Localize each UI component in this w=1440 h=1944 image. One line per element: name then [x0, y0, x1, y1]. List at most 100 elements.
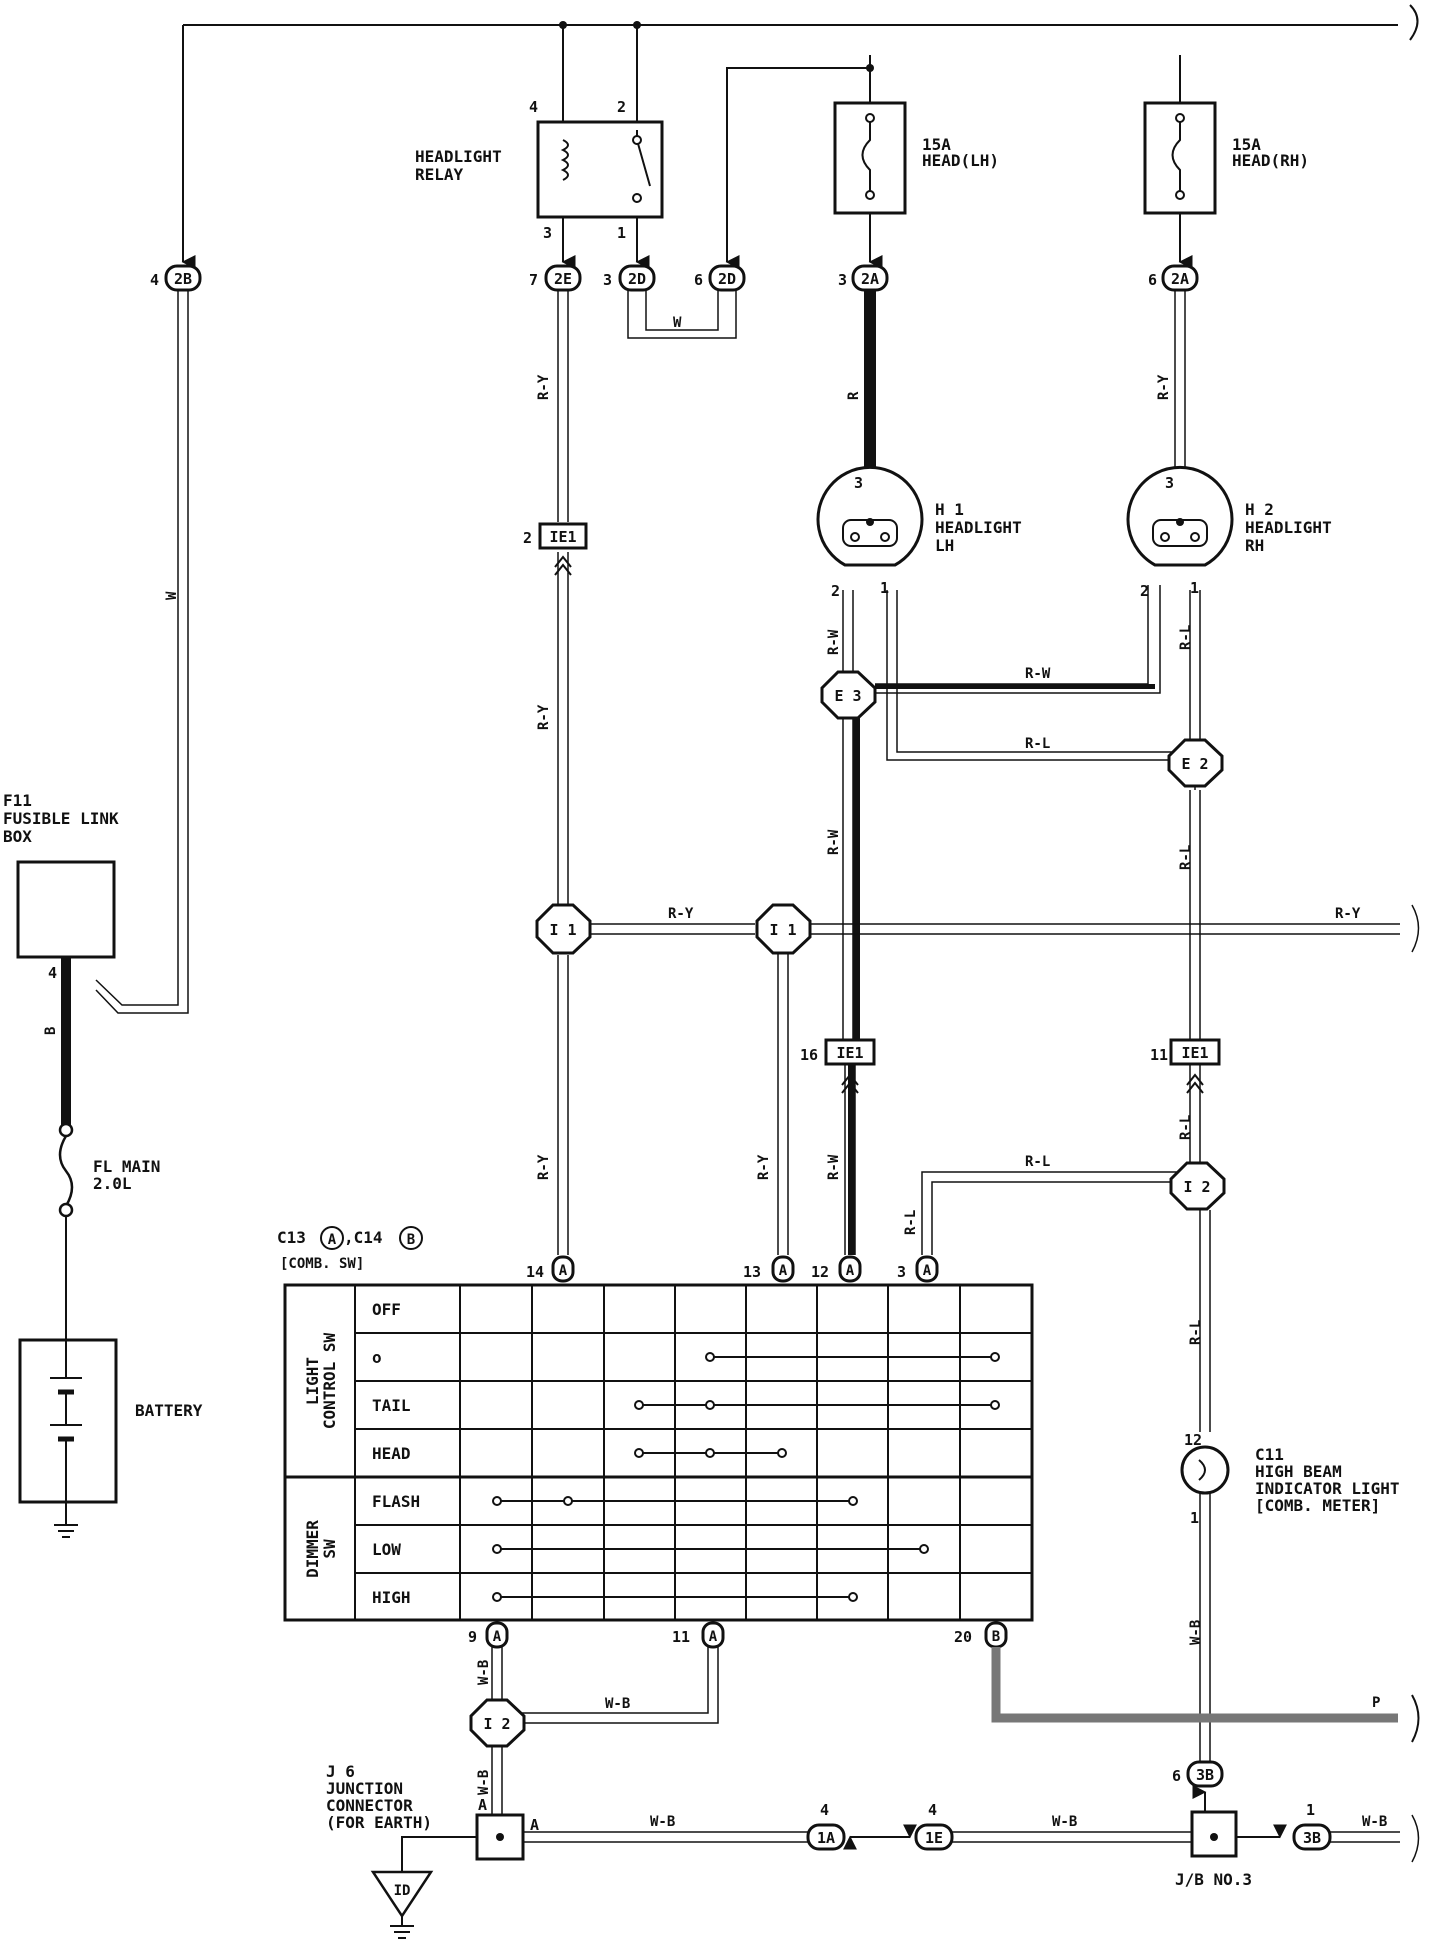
- row-head: HEAD: [372, 1444, 411, 1463]
- fuse-lh-rating: 15A: [922, 135, 951, 154]
- battery: BATTERY: [18, 1338, 203, 1504]
- ground-battery-icon: [54, 1502, 78, 1538]
- row-flash: FLASH: [372, 1492, 420, 1511]
- top-bus: [182, 4, 1419, 258]
- fusible-link-box: F11 FUSIBLE LINK BOX 4: [3, 791, 119, 982]
- svg-text:1: 1: [1306, 1801, 1315, 1819]
- svg-text:HIGH BEAM: HIGH BEAM: [1255, 1462, 1342, 1481]
- wire-label-w-jumper: W: [673, 315, 682, 331]
- jb-no3: J/B NO.3: [1175, 1810, 1252, 1889]
- wire-label-rw-4: R-W: [826, 1154, 842, 1180]
- comb-switch-table: LIGHT CONTROL SW DIMMER SW OFF o TAIL HE…: [283, 1283, 1034, 1622]
- headlight-h1: H 1 HEADLIGHT LH 3 2 1: [816, 465, 1022, 600]
- wire-label-rl-1: R-L: [1025, 736, 1050, 752]
- svg-text:INDICATOR LIGHT: INDICATOR LIGHT: [1255, 1479, 1400, 1498]
- svg-text:RH: RH: [1245, 536, 1264, 555]
- svg-text:B: B: [992, 1629, 1000, 1645]
- comb-sw-title: C13 A ,C14 B [COMB. SW]: [277, 1226, 423, 1272]
- svg-text:2E: 2E: [554, 270, 572, 288]
- connector-3B-1: 3B 1: [1292, 1801, 1332, 1851]
- svg-text:A: A: [530, 1816, 539, 1834]
- fuse-head-lh: 15A HEAD(LH): [833, 101, 999, 215]
- headlight-relay-label2: RELAY: [415, 165, 464, 184]
- junction-i2: I 2: [1169, 1161, 1226, 1211]
- wire-label-ry-4: R-Y: [1156, 374, 1172, 400]
- connector-2E: 2E 7: [529, 264, 582, 292]
- svg-text:12: 12: [1184, 1431, 1202, 1449]
- relay-pin-1: 1: [617, 224, 626, 242]
- wire-label-rw-2: R-W: [826, 829, 842, 855]
- switch-pin-11: A 11: [672, 1621, 725, 1649]
- svg-text:A: A: [478, 1796, 487, 1814]
- svg-text:3: 3: [854, 474, 863, 492]
- svg-text:3: 3: [838, 271, 847, 289]
- switch-pin-14: A 14: [526, 1255, 575, 1283]
- svg-text:2: 2: [1140, 582, 1149, 600]
- svg-text:12: 12: [811, 1263, 829, 1281]
- wire-label-wb-6: W-B: [1052, 1814, 1077, 1830]
- high-beam-indicator: C11 HIGH BEAM INDICATOR LIGHT [COMB. MET…: [1180, 1431, 1400, 1527]
- connector-2A-3: 2A 3: [838, 264, 889, 292]
- svg-text:C11: C11: [1255, 1445, 1284, 1464]
- svg-text:I 2: I 2: [1183, 1178, 1210, 1196]
- svg-text:A: A: [779, 1263, 788, 1279]
- svg-text:HEADLIGHT: HEADLIGHT: [935, 518, 1022, 537]
- svg-text:2D: 2D: [628, 270, 646, 288]
- svg-text:B: B: [407, 1232, 415, 1248]
- svg-text:C13: C13: [277, 1228, 306, 1247]
- wire-label-wb-2: W-B: [476, 1660, 492, 1685]
- svg-text:3B: 3B: [1196, 1766, 1214, 1784]
- svg-text:J/B NO.3: J/B NO.3: [1175, 1870, 1252, 1889]
- svg-text:1E: 1E: [925, 1829, 943, 1847]
- svg-text:1: 1: [880, 579, 889, 597]
- svg-text:2.0L: 2.0L: [93, 1174, 132, 1193]
- connector-3B-6: 3B 6: [1172, 1760, 1224, 1788]
- junction-i1-b: I 1: [755, 903, 812, 955]
- svg-text:CONNECTOR: CONNECTOR: [326, 1796, 413, 1815]
- junction-connector-j6: J 6 JUNCTION CONNECTOR (FOR EARTH) A A: [326, 1762, 539, 1861]
- wire-label-wb-4: W-B: [476, 1770, 492, 1795]
- wire-label-rw-3: R-W: [1025, 666, 1051, 682]
- wire-label-ry-3: R-Y: [536, 1154, 552, 1180]
- connector-IE1-2: IE1 2: [523, 522, 588, 550]
- wire-label-rl-3: R-L: [1178, 845, 1194, 870]
- svg-text:2A: 2A: [1171, 270, 1189, 288]
- wire-label-ry-2: R-Y: [536, 704, 552, 730]
- wire-label-wb-3: W-B: [605, 1696, 630, 1712]
- wire-label-wb-5: W-B: [650, 1814, 675, 1830]
- row-high: HIGH: [372, 1588, 411, 1607]
- wire-label-ry-1: R-Y: [536, 374, 552, 400]
- wire-label-rl-5: R-L: [1188, 1320, 1204, 1345]
- switch-pin-13: A 13: [743, 1255, 795, 1283]
- svg-text:11: 11: [1150, 1046, 1168, 1064]
- svg-text:H 2: H 2: [1245, 500, 1274, 519]
- svg-text:E 2: E 2: [1181, 755, 1208, 773]
- svg-text:3: 3: [603, 271, 612, 289]
- connector-2D-6: 2D 6: [694, 264, 746, 292]
- svg-text:2A: 2A: [861, 270, 879, 288]
- svg-text:2D: 2D: [718, 270, 736, 288]
- svg-text:2B: 2B: [174, 270, 192, 288]
- svg-text:I 1: I 1: [549, 921, 576, 939]
- fuse-lh-name: HEAD(LH): [922, 151, 999, 170]
- svg-text:3: 3: [1165, 474, 1174, 492]
- svg-text:LH: LH: [935, 536, 954, 555]
- svg-text:ID: ID: [394, 1883, 411, 1899]
- ground-id: ID: [370, 1870, 434, 1939]
- svg-text:6: 6: [1148, 271, 1157, 289]
- svg-text:4: 4: [820, 1801, 829, 1819]
- svg-text:A: A: [923, 1263, 932, 1279]
- svg-text:J 6: J 6: [326, 1762, 355, 1781]
- svg-text:H 1: H 1: [935, 500, 964, 519]
- wire-label-rl-7: R-L: [903, 1210, 919, 1235]
- fuse-rh-name: HEAD(RH): [1232, 151, 1309, 170]
- svg-text:A: A: [709, 1629, 718, 1645]
- svg-text:FL MAIN: FL MAIN: [93, 1157, 160, 1176]
- row-tail: TAIL: [372, 1396, 411, 1415]
- svg-text:[COMB. METER]: [COMB. METER]: [1255, 1496, 1380, 1515]
- switch-pin-9: A 9: [468, 1621, 509, 1649]
- relay-pin-4: 4: [529, 98, 538, 116]
- wire-label-rw-1: R-W: [826, 629, 842, 655]
- svg-text:,C14: ,C14: [344, 1228, 383, 1247]
